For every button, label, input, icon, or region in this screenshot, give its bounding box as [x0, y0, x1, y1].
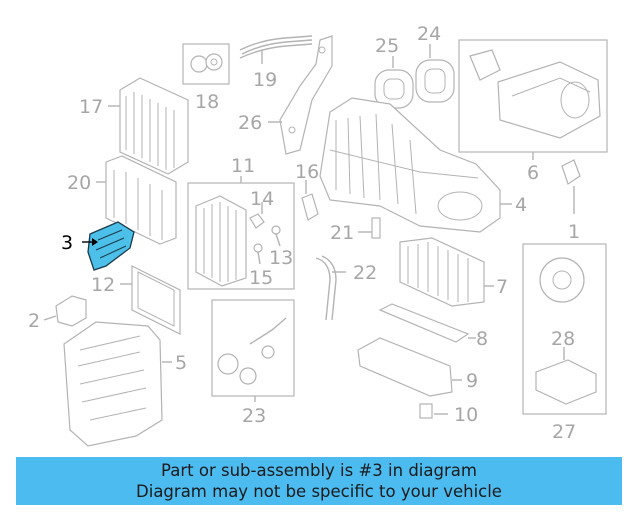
part-6-blower-assembly	[458, 39, 608, 160]
part-22-hose	[315, 255, 346, 321]
part-9-pad	[357, 337, 462, 397]
callout-12: 12	[91, 274, 115, 296]
callout-18: 18	[195, 91, 219, 113]
callout-26: 26	[238, 112, 262, 134]
part-27-blower-box	[522, 243, 607, 415]
part-4-main-housing	[319, 97, 512, 233]
part-14-valve	[249, 202, 265, 229]
part-2-bracket	[43, 295, 87, 327]
part-17-heater-core	[108, 77, 189, 175]
callout-23: 23	[242, 405, 266, 427]
callout-14: 14	[250, 188, 274, 210]
callout-5: 5	[175, 352, 187, 374]
callout-3[interactable]: 3	[61, 232, 73, 254]
info-banner: Part or sub-assembly is #3 in diagram Di…	[16, 457, 622, 505]
callout-13: 13	[269, 247, 293, 269]
banner-line-2: Diagram may not be specific to your vehi…	[136, 482, 502, 501]
part-5-lower-housing	[63, 321, 172, 447]
callout-28: 28	[551, 328, 575, 350]
callout-8: 8	[476, 328, 488, 350]
callout-20: 20	[67, 172, 91, 194]
part-7-cabin-filter	[399, 237, 494, 307]
part-3-highlighted[interactable]	[82, 221, 135, 271]
parts-diagram: 1 2 3 4 5 6 7 8 9 10 11 12 13 14 15 16 1…	[28, 23, 608, 447]
callout-1: 1	[568, 221, 580, 243]
callout-24: 24	[417, 23, 441, 45]
callout-25: 25	[375, 35, 399, 57]
callout-22: 22	[353, 262, 377, 284]
banner-line-1: Part or sub-assembly is #3 in diagram	[161, 461, 477, 480]
part-25-gasket	[374, 56, 414, 109]
part-1-sensor	[561, 159, 581, 214]
part-11-box	[187, 176, 295, 290]
part-24-gasket	[415, 44, 455, 103]
part-20-evaporator	[96, 155, 177, 245]
part-8-seal	[378, 303, 476, 343]
part-19-pipes	[239, 35, 313, 64]
part-10-screw	[419, 403, 448, 419]
part-16-clip	[301, 180, 319, 221]
part-26-bracket	[268, 35, 333, 155]
callout-2: 2	[28, 310, 40, 332]
callout-11: 11	[231, 155, 255, 177]
callout-15: 15	[249, 267, 273, 289]
part-15-oring	[253, 243, 263, 265]
callout-17: 17	[79, 96, 103, 118]
callout-7: 7	[496, 276, 508, 298]
callout-27: 27	[552, 421, 576, 443]
part-13-oring	[271, 225, 281, 247]
part-21-bolt	[358, 217, 381, 239]
part-12-frame	[120, 265, 181, 335]
callout-16: 16	[295, 161, 319, 183]
callout-19: 19	[253, 69, 277, 91]
callout-21: 21	[330, 222, 354, 244]
part-23-pipe-kit	[211, 299, 295, 402]
callout-10: 10	[454, 404, 478, 426]
callout-9: 9	[466, 370, 478, 392]
part-18-clips	[182, 43, 230, 85]
callout-4: 4	[515, 194, 527, 216]
callout-6: 6	[527, 162, 539, 184]
